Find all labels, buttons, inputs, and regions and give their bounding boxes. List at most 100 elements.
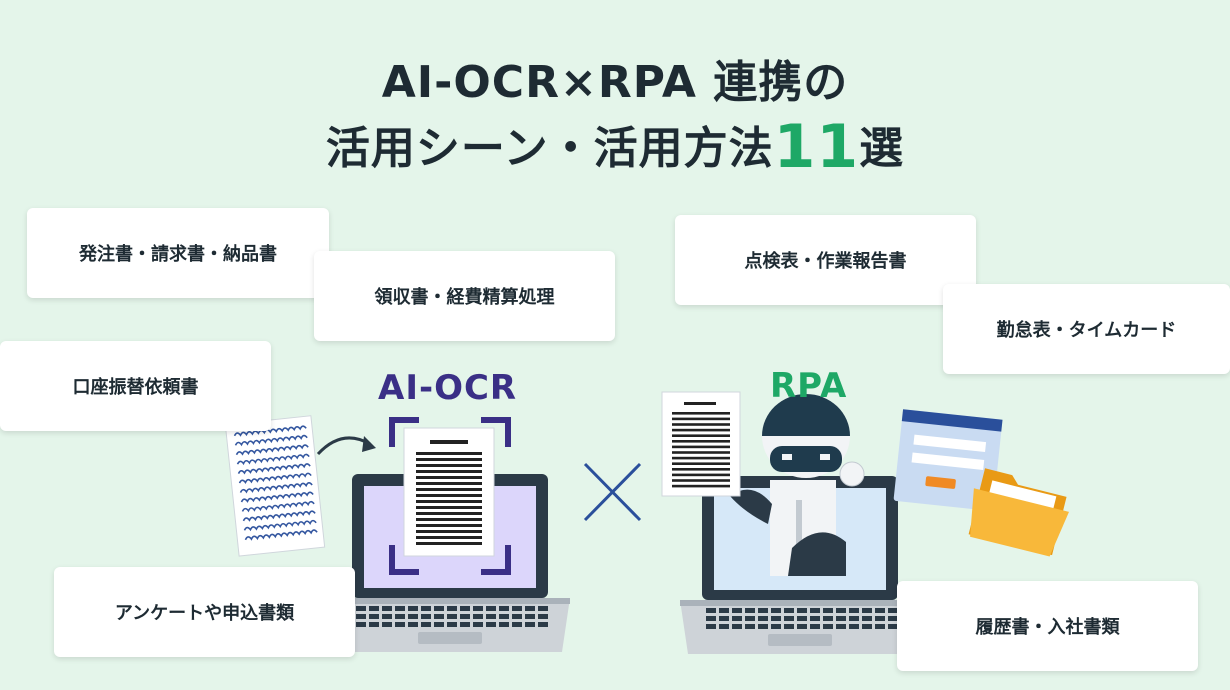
decor-line [421, 614, 431, 619]
decor-line [486, 606, 496, 611]
decor-line [672, 434, 730, 437]
decor-scribble [242, 510, 316, 522]
decor-line [416, 494, 482, 497]
decor-line [745, 608, 755, 613]
arrow-icon [316, 436, 376, 456]
decor-line [499, 606, 509, 611]
decor-line [512, 622, 522, 627]
folder-icon [968, 468, 1069, 557]
scene-label: 履歴書・入社書類 [975, 617, 1120, 638]
decor-line [672, 423, 730, 426]
decor-line [408, 606, 418, 611]
decor-line [512, 614, 522, 619]
decor-line [486, 622, 496, 627]
decor-line [356, 606, 366, 611]
decor-line [849, 616, 859, 621]
decor-line [512, 606, 522, 611]
decor-line [395, 606, 405, 611]
scene-label: アンケートや申込書類 [114, 603, 295, 624]
decor-line [784, 624, 794, 629]
decor-line [369, 606, 379, 611]
decor-line [525, 614, 535, 619]
decor-line [486, 614, 496, 619]
decor-scribble [239, 482, 313, 494]
decor-line [784, 616, 794, 621]
decor-line [447, 606, 457, 611]
decor-line [525, 622, 535, 627]
decor-line [706, 616, 716, 621]
decor-line [416, 488, 482, 491]
title-number: 11 [773, 112, 860, 182]
decor-line [862, 608, 872, 613]
decor-line [797, 616, 807, 621]
rpa-touchpad [768, 634, 832, 646]
decor-line [672, 412, 730, 415]
decor-line [447, 622, 457, 627]
decor-line [836, 624, 846, 629]
decor-line [408, 614, 418, 619]
decor-line [416, 542, 482, 545]
decor-line [875, 616, 885, 621]
robot-icon [730, 394, 865, 576]
decor-line [395, 614, 405, 619]
decor-line [416, 470, 482, 473]
decor-line [538, 606, 548, 611]
decor-line [719, 624, 729, 629]
decor-line [823, 624, 833, 629]
scene-label: 領収書・経費精算処理 [374, 287, 555, 308]
decor-line [538, 622, 548, 627]
form-window-icon [893, 409, 1003, 511]
decor-line [499, 622, 509, 627]
decor-scribble [236, 453, 310, 466]
decor-line [672, 484, 730, 488]
decor-line [434, 622, 444, 627]
ocr-touchpad [418, 632, 482, 644]
rpa-label: RPA [770, 366, 848, 406]
decor-scribble [244, 529, 318, 541]
scene-card-resume: 履歴書・入社書類 [897, 581, 1198, 671]
decor-scribble [237, 463, 311, 475]
decor-line [525, 606, 535, 611]
decor-line [447, 614, 457, 619]
scene-label: 発注書・請求書・納品書 [79, 244, 277, 265]
decor-scribble [238, 472, 312, 485]
decor-line [784, 608, 794, 613]
decor-line [416, 482, 482, 485]
decor-line [771, 608, 781, 613]
decor-line [849, 608, 859, 613]
decor-line [538, 614, 548, 619]
handwritten-paper [224, 415, 326, 557]
decor-line [434, 606, 444, 611]
scene-label: 口座振替依頼書 [72, 377, 199, 398]
decor-line [797, 608, 807, 613]
scene-card-receipts: 領収書・経費精算処理 [314, 251, 615, 341]
decor-line [416, 506, 482, 509]
decor-line [434, 614, 444, 619]
decor-line [797, 624, 807, 629]
decor-line [672, 473, 730, 477]
rpa-document [661, 391, 741, 497]
decor-line [732, 608, 742, 613]
decor-line [758, 616, 768, 621]
decor-scribble [234, 434, 308, 447]
decor-line [672, 479, 730, 482]
decor-line [416, 452, 482, 455]
decor-line [875, 608, 885, 613]
page-title-line1: AI-OCR×RPA 連携の [381, 57, 849, 108]
decor-line [719, 616, 729, 621]
decor-line [408, 622, 418, 627]
decor-line [771, 624, 781, 629]
decor-line [473, 622, 483, 627]
decor-line [460, 614, 470, 619]
decor-line [382, 606, 392, 611]
decor-line [771, 616, 781, 621]
decor-line [356, 614, 366, 619]
cross-icon [583, 462, 642, 522]
decor-line [836, 608, 846, 613]
decor-line [460, 606, 470, 611]
decor-line [823, 616, 833, 621]
decor-line [369, 614, 379, 619]
decor-line [356, 622, 366, 627]
decor-line [395, 622, 405, 627]
